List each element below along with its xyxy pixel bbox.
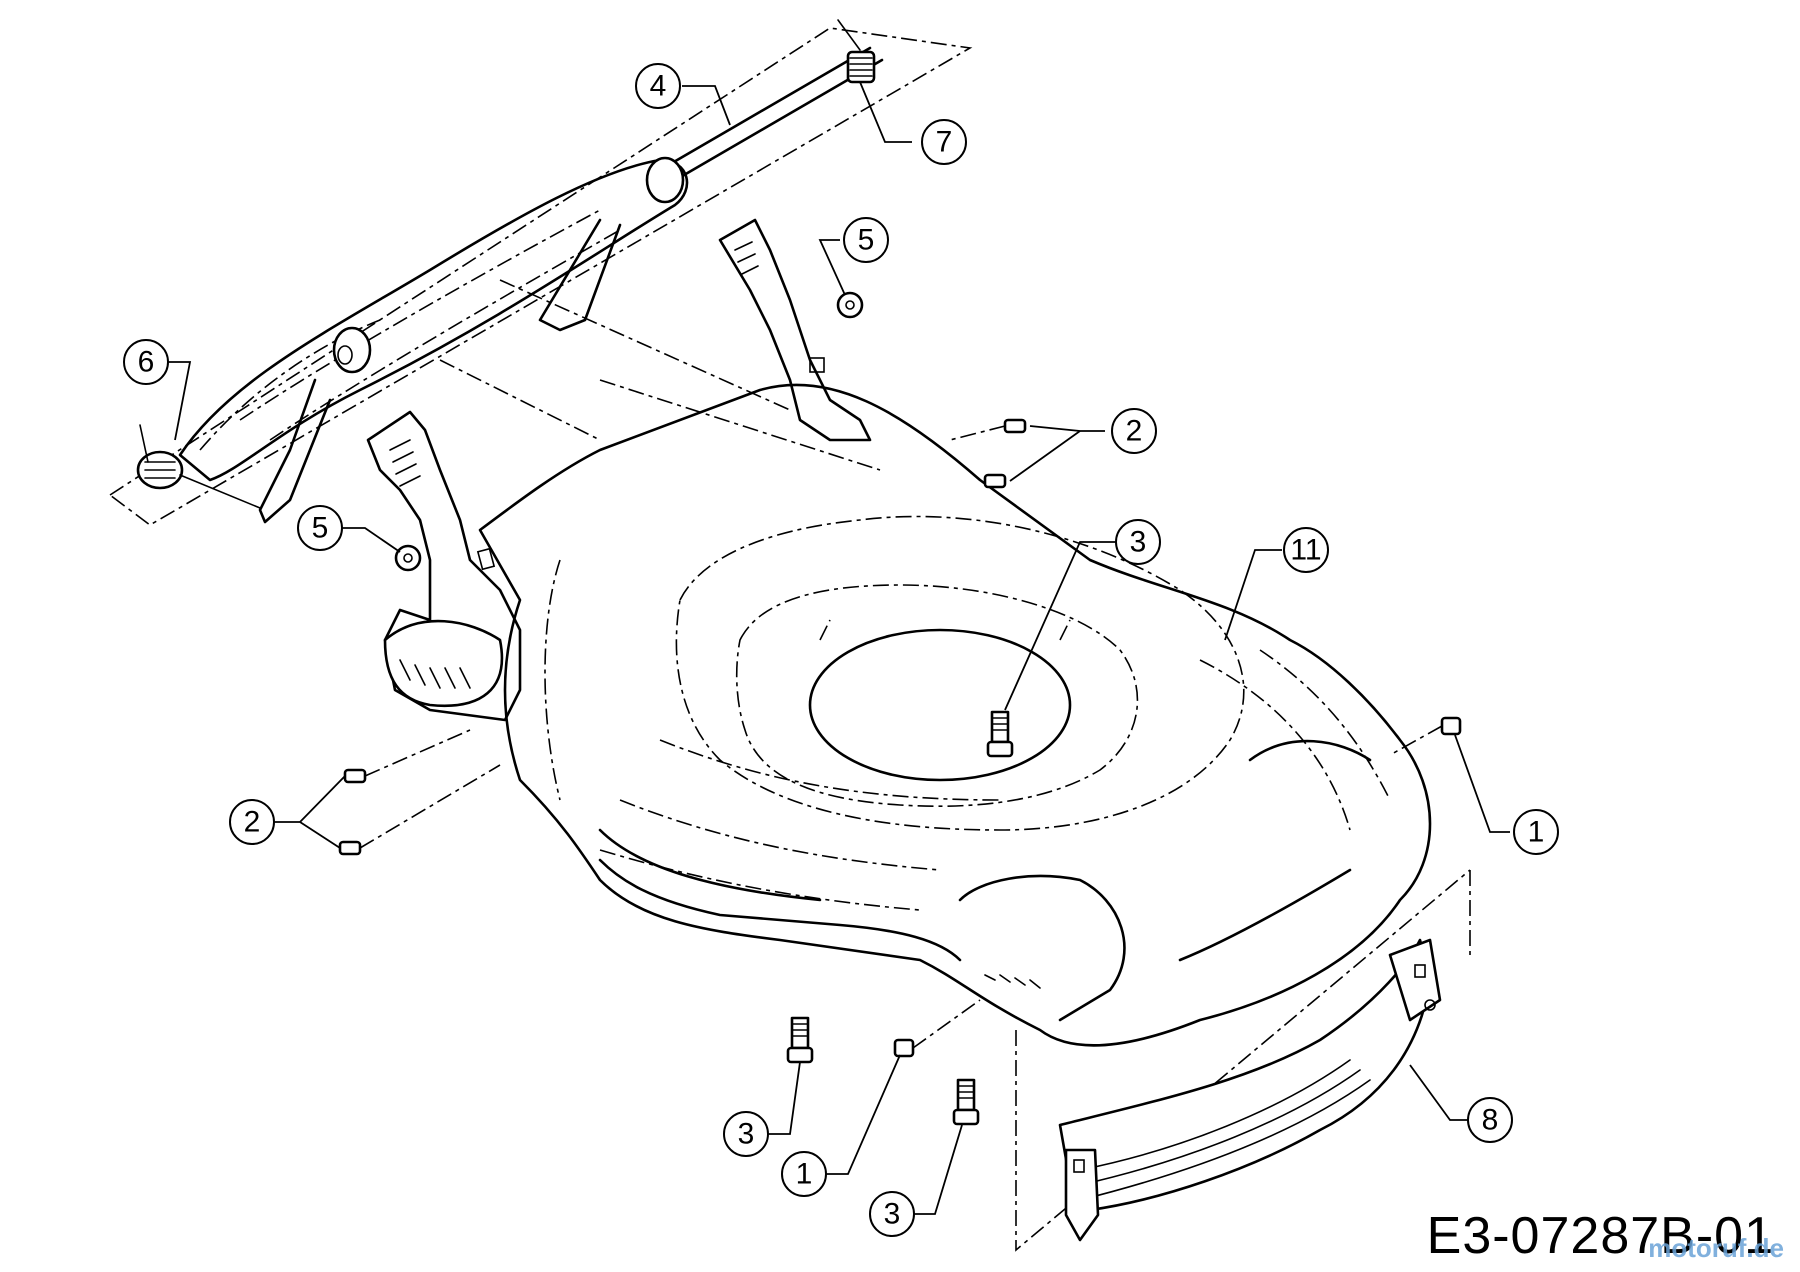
callouts: 4 7 5 6 2 5 3 11 (123, 63, 1559, 1237)
svg-text:8: 8 (1482, 1104, 1499, 1137)
height-adjuster-bracket-right (718, 218, 872, 442)
spring-part-7 (837, 19, 876, 84)
callout-6: 6 (123, 339, 169, 385)
svg-text:11: 11 (1290, 534, 1321, 567)
callout-3: 3 (723, 1111, 769, 1157)
height-adjuster-bracket-left (366, 410, 522, 722)
bag-guard-frame (1015, 869, 1471, 1252)
washer-part-5 (394, 291, 864, 572)
callout-8: 8 (1467, 1097, 1513, 1143)
pin-part-2 (949, 418, 1027, 489)
bolt-part-3 (786, 710, 1014, 1126)
drawing-code: E3-07287B-01 (1426, 1207, 1774, 1265)
nut-part-1 (893, 716, 1462, 1058)
fasteners (338, 291, 1462, 1126)
svg-text:1: 1 (796, 1158, 813, 1191)
callout-3: 3 (869, 1191, 915, 1237)
svg-text:5: 5 (858, 224, 875, 257)
svg-text:7: 7 (936, 126, 953, 159)
svg-text:3: 3 (1130, 526, 1147, 559)
watermark: motoruf.de (1648, 1233, 1784, 1263)
callout-5: 5 (297, 505, 343, 551)
callout-4: 4 (635, 63, 681, 109)
svg-text:5: 5 (312, 512, 329, 545)
svg-text:3: 3 (738, 1118, 755, 1151)
svg-text:2: 2 (244, 806, 261, 839)
mower-deck (478, 383, 1432, 1047)
callout-2: 2 (1111, 408, 1157, 454)
pin-part-2-lower (338, 729, 501, 856)
callout-3: 3 (1115, 519, 1161, 565)
svg-text:1: 1 (1528, 816, 1545, 849)
svg-text:6: 6 (138, 346, 155, 379)
svg-text:2: 2 (1126, 415, 1143, 448)
callout-1: 1 (1513, 809, 1559, 855)
spring-part-6 (136, 424, 261, 509)
callout-1: 1 (781, 1151, 827, 1197)
callout-11: 11 (1283, 527, 1329, 573)
callout-7: 7 (921, 119, 967, 165)
svg-text:3: 3 (884, 1198, 901, 1231)
rear-flap-part-8 (1058, 938, 1442, 1242)
callout-2: 2 (229, 799, 275, 845)
rear-axle-assembly (108, 27, 973, 526)
callout-5: 5 (843, 217, 889, 263)
svg-text:4: 4 (650, 70, 667, 103)
